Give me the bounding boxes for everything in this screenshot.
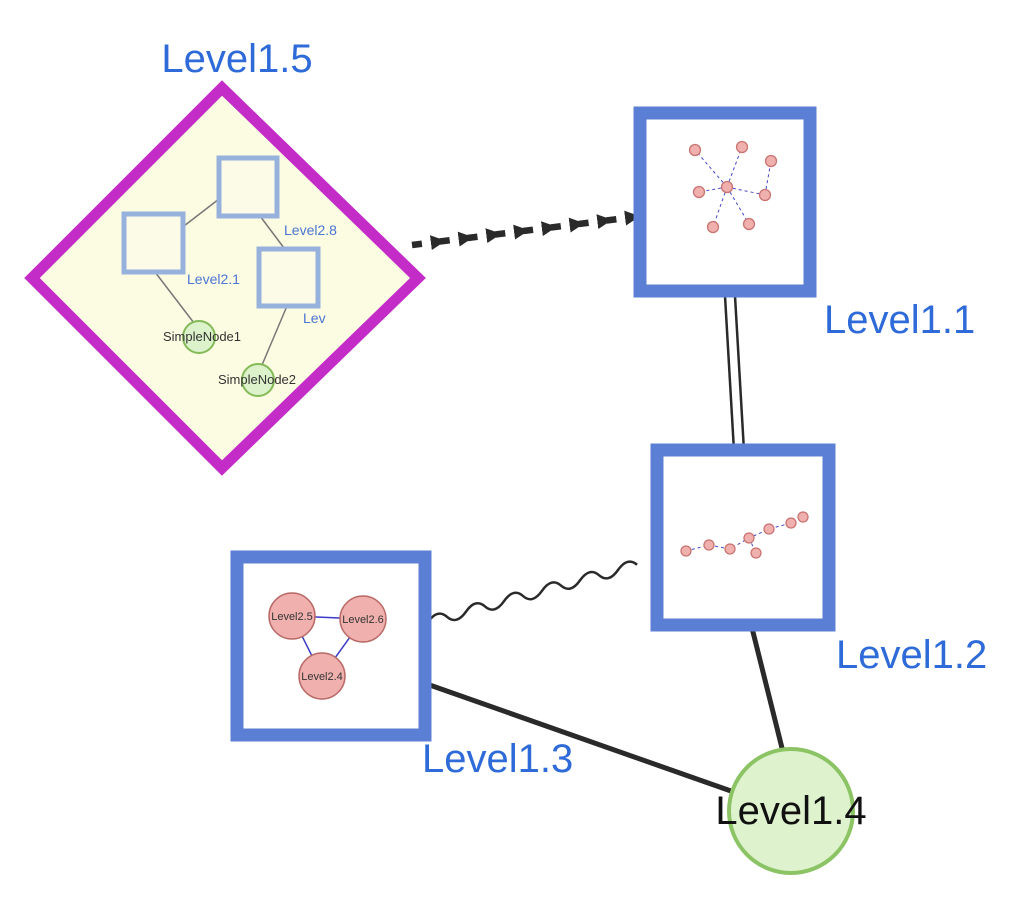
level15-inner-edges — [154, 198, 288, 366]
mini-node[interactable] — [743, 532, 755, 544]
edge-level13-level14[interactable] — [423, 680, 749, 800]
top-level-edges — [411, 210, 788, 800]
level26-node[interactable] — [339, 595, 387, 643]
level15-diamond-node[interactable] — [24, 80, 426, 476]
level11-subgraph — [688, 140, 778, 234]
level12-group-node — [650, 443, 836, 632]
mini-node[interactable] — [763, 523, 775, 535]
level21-square-node[interactable] — [121, 211, 186, 275]
level25-node[interactable] — [268, 592, 316, 640]
level14-label: Level1.4 — [715, 789, 866, 833]
level15-label: Level1.5 — [161, 37, 312, 81]
level28-square-node[interactable] — [216, 155, 280, 219]
mini-node[interactable] — [742, 217, 756, 231]
level26-label: Level2.6 — [342, 614, 384, 626]
level11-group-node — [633, 106, 817, 298]
edge-level15-level11-dashed-arrow[interactable] — [411, 210, 640, 251]
mini-node[interactable] — [703, 539, 715, 551]
double-line-left[interactable] — [723, 295, 736, 452]
edge-level11-level12-double[interactable] — [723, 295, 746, 452]
mini-node[interactable] — [680, 545, 692, 557]
level12-subgraph — [680, 511, 809, 559]
edge-level13-level12-wavy[interactable] — [426, 560, 638, 623]
level28-label: Level2.8 — [284, 222, 337, 238]
level13-triangle-edges — [290, 615, 365, 678]
level13-subgraph: Level2.5 Level2.6 Level2.4 — [268, 592, 387, 700]
simplenode1-node[interactable] — [182, 320, 216, 354]
level2x-square-node[interactable] — [256, 246, 321, 309]
level24-label: Level2.4 — [301, 671, 343, 683]
level12-box-node[interactable] — [650, 443, 836, 632]
edge-level12-level14[interactable] — [749, 627, 788, 761]
level25-label: Level2.5 — [271, 611, 313, 623]
mini-node[interactable] — [797, 511, 809, 523]
mini-node[interactable] — [764, 154, 778, 168]
level21-label: Level2.1 — [187, 271, 240, 287]
level11-label: Level1.1 — [824, 298, 975, 342]
simplenode2-label: SimpleNode2 — [218, 372, 296, 387]
level12-label: Level1.2 — [836, 633, 987, 677]
level2x-label: Lev — [303, 310, 326, 326]
mini-node[interactable] — [724, 543, 736, 555]
level11-mini-edges — [694, 146, 772, 228]
level13-group-node: Level2.5 Level2.6 Level2.4 — [230, 550, 432, 742]
level13-box-node[interactable] — [230, 550, 432, 742]
mini-node[interactable] — [692, 185, 706, 199]
level13-label: Level1.3 — [422, 737, 573, 781]
mini-node[interactable] — [785, 517, 797, 529]
mini-node[interactable] — [688, 143, 702, 157]
double-line-right[interactable] — [733, 295, 746, 452]
simplenode1-label: SimpleNode1 — [163, 329, 241, 344]
mini-node[interactable] — [720, 180, 734, 194]
mini-node[interactable] — [750, 547, 762, 559]
mini-node[interactable] — [758, 188, 772, 202]
level15-group-node: Level2.8 Level2.1 Lev SimpleNode1 Simple… — [24, 80, 426, 476]
level14-circle-node[interactable] — [727, 747, 855, 875]
level11-box-node[interactable] — [633, 106, 817, 298]
mini-node[interactable] — [706, 220, 720, 234]
level24-node[interactable] — [298, 652, 346, 700]
simplenode2-node[interactable] — [241, 363, 275, 397]
mini-node[interactable] — [735, 140, 749, 154]
